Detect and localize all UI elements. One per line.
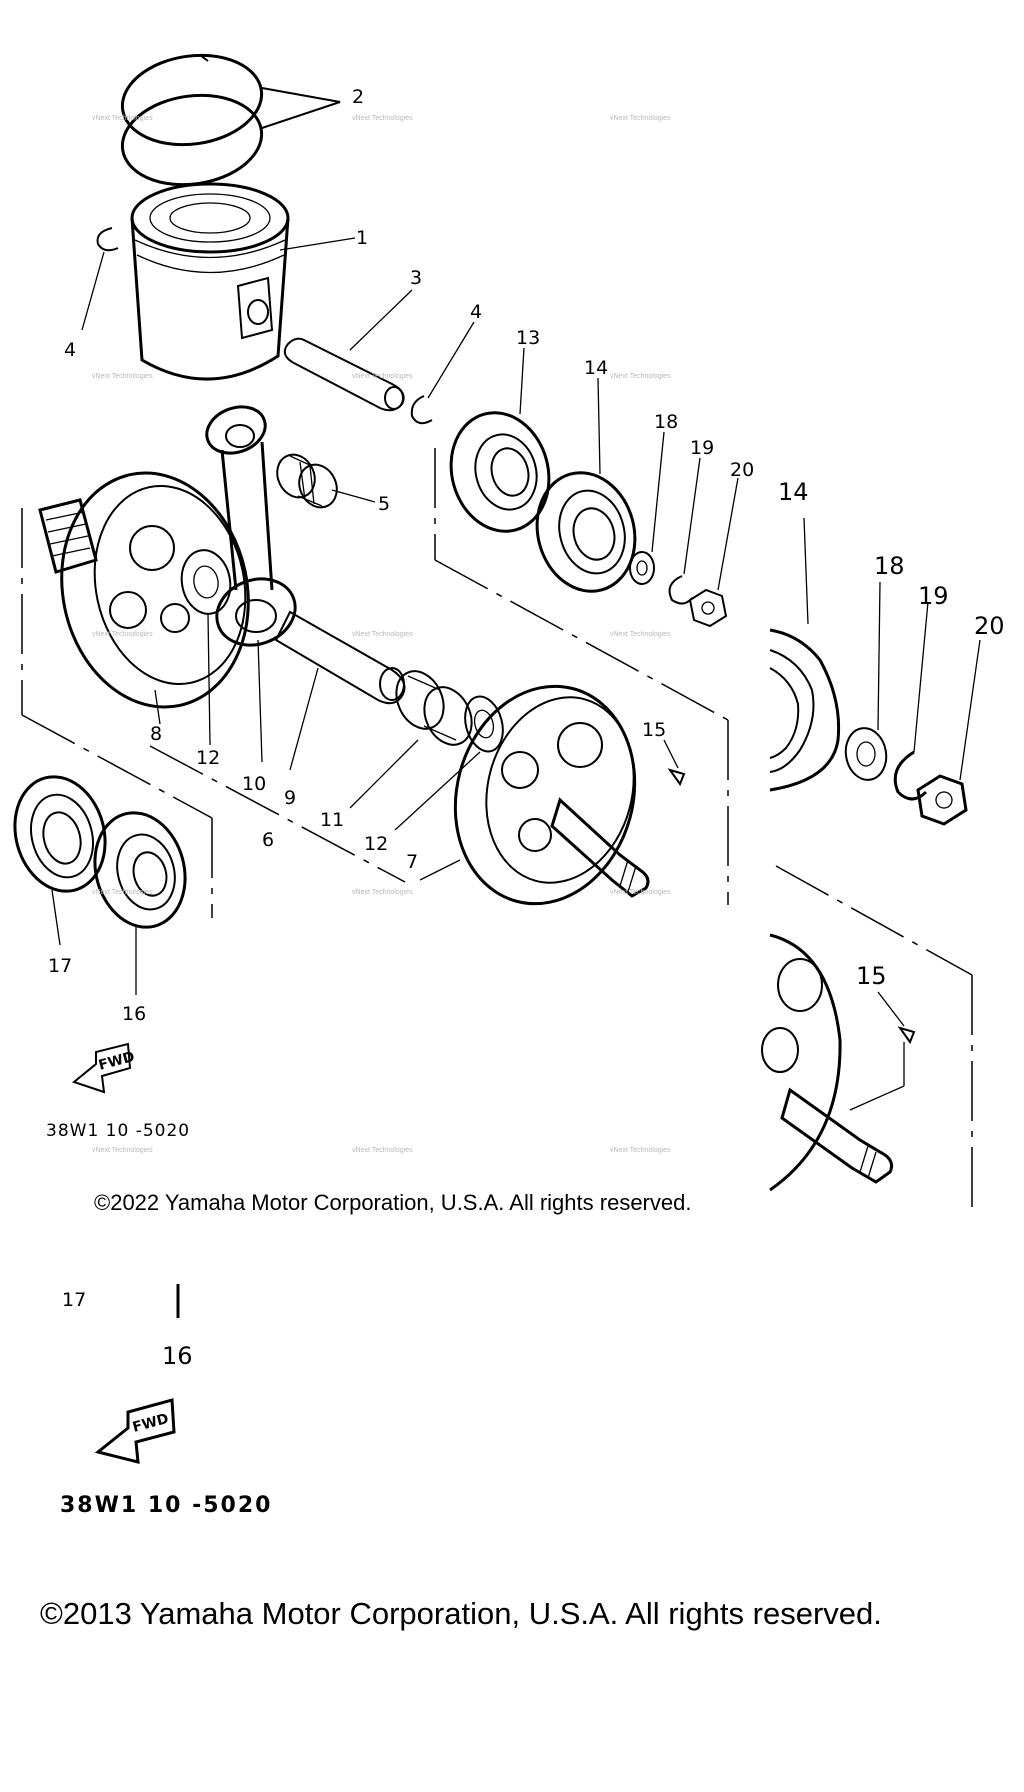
callout-20: 20 (730, 459, 754, 481)
nut-20 (688, 477, 739, 628)
detail-callout-15: 15 (856, 962, 887, 990)
washer-18 (629, 431, 665, 585)
lower-callout-17: 17 (62, 1289, 86, 1311)
callout-11: 11 (320, 809, 344, 831)
piston-pin (283, 289, 413, 412)
watermark-text: vNext Technologies (352, 115, 413, 122)
crank-pin (257, 610, 406, 771)
part-code: 38W1 10 -5020 (46, 1121, 190, 1141)
fwd-arrow-icon: FWD (71, 1042, 137, 1094)
fwd-label-lower: FWD (131, 1411, 171, 1436)
detail-crop (761, 517, 981, 1210)
assembly-boundary (21, 448, 729, 918)
watermark-text: vNext Technologies (352, 1147, 413, 1154)
small-end-bearing (276, 453, 376, 509)
callout-9: 9 (284, 787, 296, 809)
callout-19: 19 (690, 437, 714, 459)
thrust-washer-left (180, 549, 232, 746)
callout-5: 5 (378, 493, 390, 515)
copyright-lower: ©2013 Yamaha Motor Corporation, U.S.A. A… (40, 1596, 882, 1631)
callout-1: 1 (356, 227, 368, 249)
woodruff-key (663, 739, 686, 787)
fwd-arrow-lower-icon: FWD (94, 1398, 176, 1464)
circlip-19 (668, 457, 701, 605)
watermark-text: vNext Technologies (610, 1147, 671, 1154)
callout-6: 6 (262, 829, 274, 851)
bearing-13 (449, 347, 551, 533)
callout-4a: 4 (64, 339, 76, 361)
watermark-text: vNext Technologies (610, 889, 671, 896)
thrust-washer-right (394, 695, 504, 831)
callout-8: 8 (150, 723, 162, 745)
callout-4b: 4 (470, 301, 482, 323)
detail-callout-19: 19 (918, 582, 949, 610)
callout-18: 18 (654, 411, 678, 433)
watermarks: vNext Technologies vNext Technologies vN… (92, 115, 671, 1154)
callout-12b: 12 (364, 833, 388, 855)
piston-pin-clip-right (410, 321, 475, 425)
oil-seal-17 (13, 775, 107, 946)
watermark-text: vNext Technologies (92, 373, 153, 380)
callout-10: 10 (242, 773, 266, 795)
callout-16: 16 (122, 1003, 146, 1025)
bearing-16 (93, 811, 187, 995)
crank-right (419, 684, 650, 906)
fwd-label: FWD (97, 1049, 137, 1074)
watermark-text: vNext Technologies (92, 1147, 153, 1154)
part-code-lower: 38W1 10 -5020 (60, 1493, 272, 1518)
detail-callout-14: 14 (778, 478, 809, 506)
piston-pin-clip-left (81, 227, 119, 331)
oil-seal-14 (535, 377, 637, 593)
lower-callout-16: 16 (162, 1342, 193, 1370)
watermark-text: vNext Technologies (92, 115, 153, 122)
callout-7: 7 (406, 851, 418, 873)
callout-15: 15 (642, 719, 666, 741)
callout-3: 3 (410, 267, 422, 289)
copyright-main: ©2022 Yamaha Motor Corporation, U.S.A. A… (94, 1190, 691, 1215)
watermark-text: vNext Technologies (352, 631, 413, 638)
watermark-text: vNext Technologies (610, 115, 671, 122)
watermark-text: vNext Technologies (92, 889, 153, 896)
watermark-text: vNext Technologies (92, 631, 153, 638)
callout-2: 2 (352, 86, 364, 108)
watermark-text: vNext Technologies (610, 373, 671, 380)
watermark-text: vNext Technologies (610, 631, 671, 638)
callout-labels: 1 2 3 4 4 5 6 7 8 9 10 11 12 12 13 14 15… (48, 86, 1005, 1370)
callout-14: 14 (584, 357, 608, 379)
piston (130, 182, 356, 381)
callout-12a: 12 (196, 747, 220, 769)
big-end-bearing (349, 670, 473, 809)
callout-13: 13 (516, 327, 540, 349)
detail-callout-20: 20 (974, 612, 1005, 640)
detail-callout-18: 18 (874, 552, 905, 580)
crank-left (38, 471, 250, 725)
watermark-text: vNext Technologies (352, 889, 413, 896)
watermark-text: vNext Technologies (352, 373, 413, 380)
callout-17: 17 (48, 955, 72, 977)
connecting-rod (205, 405, 297, 647)
